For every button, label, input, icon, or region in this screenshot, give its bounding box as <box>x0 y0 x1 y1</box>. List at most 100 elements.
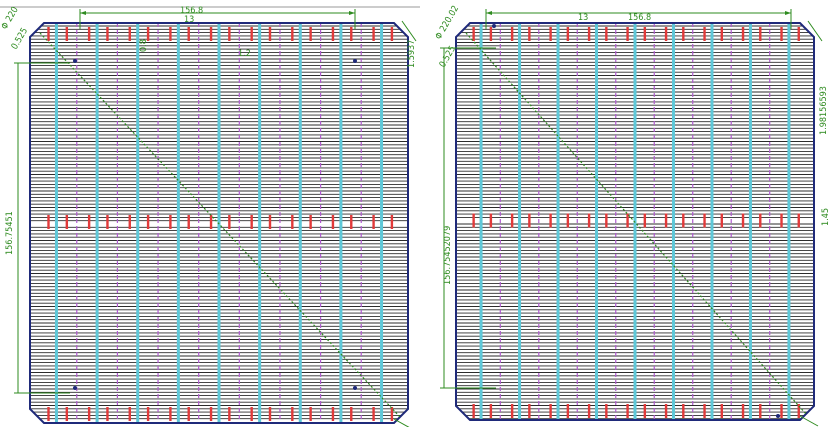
solder-pad <box>510 27 514 41</box>
diagonal-dimension-line <box>465 32 807 415</box>
solder-pad <box>65 407 69 421</box>
left-inner-label-2: 1.2 <box>238 49 251 59</box>
solder-pad <box>331 215 335 229</box>
solder-pad <box>720 213 723 228</box>
solder-pad <box>703 404 706 418</box>
solder-pad <box>549 213 552 228</box>
registration-mark <box>353 386 357 390</box>
solder-pad <box>291 407 294 421</box>
solder-pad <box>626 404 629 418</box>
corner-tick <box>799 415 819 427</box>
solder-pad <box>372 215 375 229</box>
solder-pad <box>510 213 514 228</box>
cell-outline <box>29 22 409 424</box>
solder-pad <box>187 407 190 421</box>
solder-pad <box>169 215 172 229</box>
solder-pad <box>250 407 253 421</box>
solder-pad <box>780 213 783 228</box>
solder-pad <box>146 407 150 421</box>
solder-pad <box>291 27 294 41</box>
solder-pad <box>626 213 629 228</box>
solder-pad <box>664 213 668 228</box>
solder-pad <box>87 215 91 229</box>
solder-pad <box>350 215 353 229</box>
left-corner-chamfer-label: 0.525 <box>10 26 30 51</box>
solder-pad <box>780 27 783 41</box>
right-top-width-label: 156.8 <box>628 13 651 23</box>
solder-pad <box>268 27 272 41</box>
solder-pad <box>128 27 131 41</box>
solder-pad <box>291 215 294 229</box>
solder-pad <box>187 215 190 229</box>
arrow-head <box>486 11 492 15</box>
solder-pad <box>797 213 800 228</box>
left-inner-label-1: 0.8 <box>139 39 149 52</box>
right-small-label: 1.45 <box>821 208 831 226</box>
solder-pad <box>549 27 552 41</box>
solder-pad <box>350 407 353 421</box>
solder-pad <box>268 215 272 229</box>
left-height-label: 156.75451 <box>5 211 15 255</box>
solder-pad <box>372 407 375 421</box>
solder-pad <box>528 213 531 228</box>
solder-pad <box>268 407 272 421</box>
solder-pad <box>106 407 109 421</box>
solder-pad <box>797 404 800 418</box>
solder-pad <box>209 27 213 41</box>
arrow-head <box>785 11 791 15</box>
solder-pad <box>128 215 131 229</box>
solder-pad <box>797 27 800 41</box>
arrow-head <box>80 11 86 15</box>
solder-pad <box>605 27 608 41</box>
solder-pad <box>146 215 150 229</box>
left-corner-right-label: 1.5937 <box>407 40 417 68</box>
solder-pad <box>489 404 493 418</box>
solder-pad <box>566 213 570 228</box>
solder-pad <box>626 27 629 41</box>
solder-pad <box>106 215 109 229</box>
solder-pad <box>759 404 762 418</box>
solder-pad <box>187 27 190 41</box>
solder-pad <box>228 27 231 41</box>
solder-pad <box>65 215 69 229</box>
solder-pad <box>682 213 685 228</box>
solder-pad <box>720 404 723 418</box>
left-cell-drawing <box>14 9 417 427</box>
solder-pad <box>741 27 745 41</box>
registration-mark <box>73 59 77 63</box>
solder-pad <box>47 27 50 41</box>
solder-pad <box>169 27 172 41</box>
solder-pad <box>47 407 50 421</box>
corner-tick <box>401 20 417 42</box>
solder-pad <box>228 215 231 229</box>
solder-pad <box>605 213 608 228</box>
solder-pad <box>682 27 685 41</box>
registration-mark <box>73 386 77 390</box>
solder-pad <box>605 404 608 418</box>
solder-pad <box>65 27 69 41</box>
solder-pad <box>759 213 762 228</box>
solder-pad <box>309 215 312 229</box>
solder-pad <box>331 407 335 421</box>
solder-pad <box>472 27 475 41</box>
solder-pad <box>566 404 570 418</box>
solder-pad <box>587 27 591 41</box>
solder-pad <box>472 404 475 418</box>
solder-pad <box>489 27 493 41</box>
solder-pad <box>87 407 91 421</box>
solder-pad <box>169 407 172 421</box>
solder-pad <box>146 27 150 41</box>
right-height-label: 156.75452079 <box>443 226 453 285</box>
solder-pad <box>390 27 394 41</box>
solder-pad <box>587 213 591 228</box>
solder-pad <box>228 407 231 421</box>
solder-pad <box>128 407 131 421</box>
solder-pad <box>643 213 647 228</box>
corner-tick <box>393 418 410 427</box>
solder-pad <box>372 27 375 41</box>
solder-pad <box>47 215 50 229</box>
solder-pad <box>587 404 591 418</box>
solder-pad <box>643 404 647 418</box>
solder-pad <box>489 213 493 228</box>
